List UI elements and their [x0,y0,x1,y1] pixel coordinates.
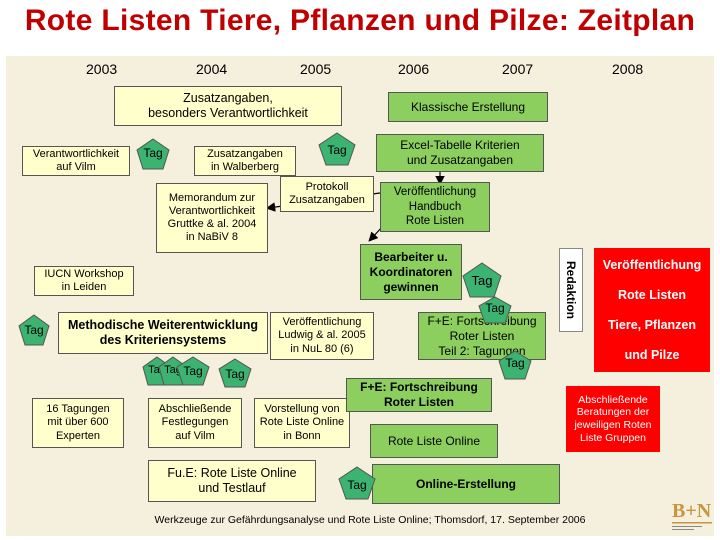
abschliessende-festlegungen-box: Abschließende Festlegungen auf Vilm [148,398,242,448]
year-2008: 2008 [612,61,644,77]
online-erstellung-box: Online-Erstellung [372,464,560,504]
tag-marker: Tag [218,358,252,388]
fue-rote-liste-online-box: Fu.E: Rote Liste Online und Testlauf [148,460,316,502]
tag-marker: Tag [338,466,376,500]
handbuch-box: Veröffentlichung Handbuch Rote Listen [380,182,490,232]
tag-label: Tag [183,364,203,378]
veroeff-line-1: Veröffentlichung [602,257,702,272]
methodische-weiterentwicklung-box: Methodische Weiterentwicklung des Kriter… [58,312,268,354]
tag-marker: Tag [18,314,50,346]
tag-label: Tag [143,146,163,160]
memorandum-box: Memorandum zur Verantwortlichkeit Gruttk… [156,183,268,253]
veroeff-line-2: Rote Listen [617,287,687,302]
year-2006: 2006 [398,61,430,77]
bn-logo: B+N [670,495,714,535]
tag-marker: Tag [498,350,532,380]
vorstellung-box: Vorstellung von Rote Liste Online in Bon… [254,398,350,448]
redaktion-label: Redaktion [564,260,578,319]
zusatzangaben-walberberg-box: Zusatzangaben in Walberberg [194,146,296,176]
tag-label: Tag [24,323,44,337]
tagungen-16-box: 16 Tagungen mit über 600 Experten [32,398,124,448]
verantwortlichkeit-vilm-box: Verantwortlichkeit auf Vilm [22,146,130,176]
bearbeiter-box: Bearbeiter u. Koordinatoren gewinnen [360,244,462,300]
year-2004: 2004 [196,61,228,77]
year-2005: 2005 [300,61,332,77]
tag-marker: Tag [176,356,210,386]
tag-label: Tag [471,273,493,288]
klassische-erstellung-box: Klassische Erstellung [388,92,548,122]
tag-marker: Tag [318,132,356,166]
page-title: Rote Listen Tiere, Pflanzen und Pilze: Z… [24,4,696,37]
protokoll-box: Protokoll Zusatzangaben [280,176,374,212]
footer-text: Werkzeuge zur Gefährdungsanalyse und Rot… [154,514,586,526]
tag-label: Tag [347,478,367,492]
rote-liste-online-box: Rote Liste Online [370,424,498,458]
year-2007: 2007 [502,61,534,77]
tag-label: Tag [327,143,347,157]
tag-marker: Tag [462,262,502,298]
tag-label: Tag [505,356,525,370]
excel-tabelle-box: Excel-Tabelle Kriterien und Zusatzangabe… [376,134,544,172]
tag-marker: Tag [136,138,170,170]
tag-marker: Tag [478,296,512,324]
veroeff-line-4: und Pilze [624,347,680,362]
zusatzangaben-box: Zusatzangaben, besonders Verantwortlichk… [114,86,342,126]
veroeffentlichung-ludwig-box: Veröffentlichung Ludwig & al. 2005 in Nu… [270,312,374,360]
abschliessende-beratungen-box: Abschließende Beratungen der jeweiligen … [566,386,660,452]
veroeffentlichung-red-box: Veröffentlichung Rote Listen Tiere, Pfla… [594,248,710,372]
iucn-workshop-box: IUCN Workshop in Leiden [34,266,134,296]
tag-label: Tag [485,301,505,315]
tag-label: Tag [225,367,245,381]
bn-logo-text: B+N [672,500,712,522]
fe-fortschreibung-box: F+E: Fortschreibung Roter Listen [346,378,492,412]
veroeff-line-3: Tiere, Pflanzen [608,317,696,332]
year-2003: 2003 [86,61,118,77]
redaktion-box: Redaktion [559,248,583,332]
